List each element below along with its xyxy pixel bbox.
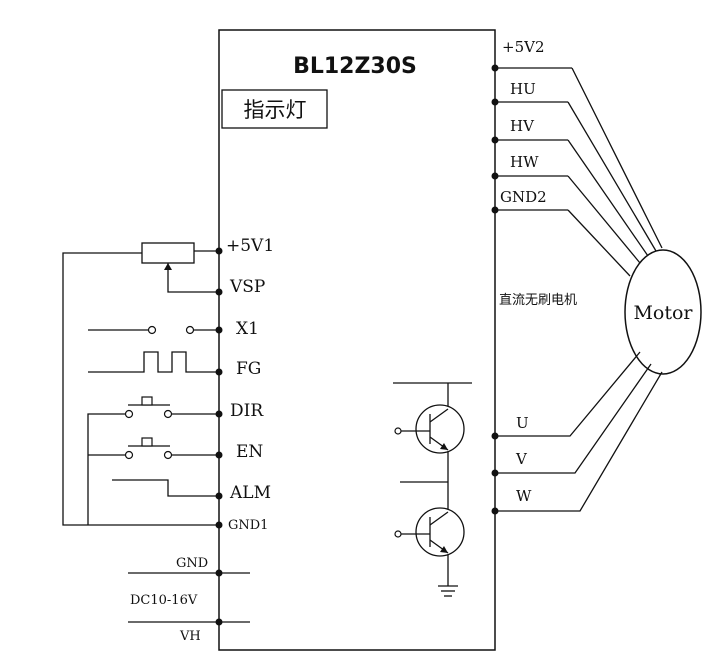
motor-label: Motor	[633, 302, 693, 324]
transistor-bridge	[393, 382, 472, 597]
hall-label-5v2: +5V2	[502, 38, 545, 56]
phase-label-u: U	[516, 414, 529, 432]
motor	[624, 249, 702, 375]
pin-label-dir: DIR	[230, 401, 264, 421]
pin-label-en: EN	[236, 442, 263, 462]
alm-wire	[112, 479, 219, 497]
pin-label-x1: X1	[236, 319, 259, 339]
controller-model: BL12Z30S	[293, 54, 417, 79]
motor-type-label: 直流无刷电机	[499, 293, 577, 308]
power-supply: GND DC10-16V VH	[128, 556, 250, 644]
phase-label-w: W	[516, 487, 532, 505]
power-label-vh: VH	[179, 629, 201, 644]
phase-pins: U V W	[491, 351, 663, 515]
hall-pins: +5V2 HU HV HW GND2	[491, 38, 572, 214]
upper-transistor	[415, 404, 465, 454]
x1-switch	[88, 325, 219, 335]
hall-label-hu: HU	[510, 80, 536, 98]
left-pin-labels: +5V1 VSP X1 FG DIR EN ALM GND1	[226, 236, 274, 533]
potentiometer	[141, 242, 195, 264]
indicator-box	[221, 89, 328, 129]
hall-to-motor-wires	[567, 67, 663, 277]
fg-pulse-wave	[88, 351, 219, 373]
dir-en-buttons	[87, 396, 219, 525]
pin-label-fg: FG	[236, 359, 261, 379]
indicator-label: 指示灯	[244, 98, 307, 122]
hall-label-hw: HW	[510, 153, 539, 171]
phase-label-v: V	[515, 450, 528, 468]
pin-label-gnd1: GND1	[228, 518, 268, 533]
hall-label-hv: HV	[510, 117, 535, 135]
power-label-gnd: GND	[176, 556, 208, 571]
power-label-dc: DC10-16V	[130, 593, 198, 608]
pin-label-5v1: +5V1	[226, 236, 274, 256]
hall-label-gnd2: GND2	[500, 188, 547, 206]
potentiometer-circuit	[62, 242, 219, 526]
lower-transistor	[415, 507, 465, 557]
controller-box	[218, 29, 496, 651]
pin-label-alm: ALM	[229, 483, 271, 503]
pin-label-vsp: VSP	[229, 277, 265, 297]
left-pin-dots	[215, 247, 223, 529]
